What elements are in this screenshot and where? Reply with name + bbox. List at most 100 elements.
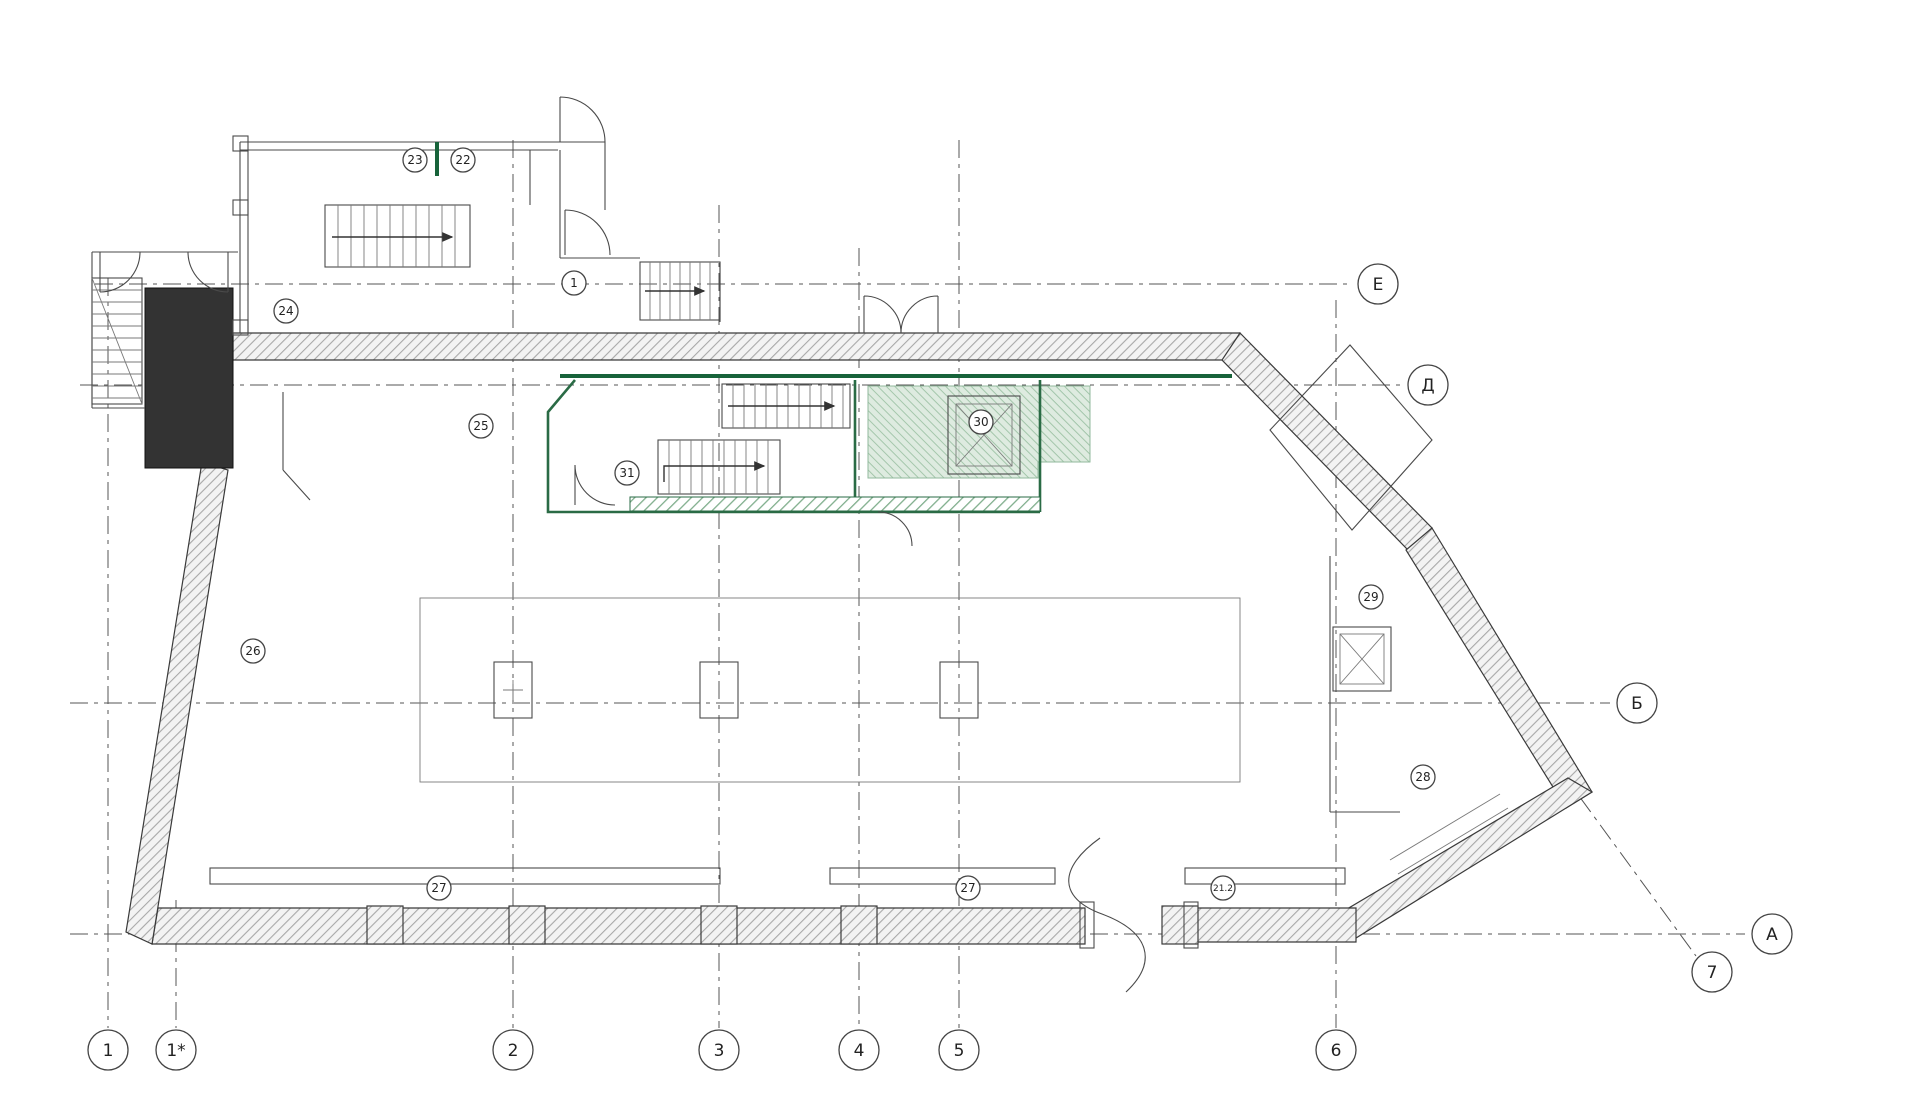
revolving-door [1068, 837, 1146, 993]
outer-wall-top-right-diagonal [1221, 332, 1433, 551]
room-label-27b: 27 [960, 881, 975, 895]
room-tags: 23 22 24 1 25 31 30 26 [240, 147, 1436, 901]
door-arc-entrance-left [99, 251, 141, 293]
stair-block-outline [239, 141, 605, 333]
grid-lines [70, 140, 1745, 1028]
stair-flight-1-treads [337, 205, 456, 267]
door-arc-block-side [559, 150, 611, 258]
room-tag-27b: 27 [955, 875, 981, 901]
stair-flight-4-arrow [663, 461, 766, 482]
bottom-wall-column-2 [508, 905, 546, 945]
axis-label-5: 5 [954, 1041, 965, 1061]
room-label-29: 29 [1363, 590, 1378, 604]
room-tag-23: 23 [402, 147, 428, 173]
room-tag-24: 24 [273, 298, 299, 324]
outside-stair-outline [91, 277, 143, 405]
door-arc-green-bottom [877, 511, 913, 547]
column-grid-3 [699, 661, 739, 719]
outside-stair-treads [91, 277, 143, 405]
axis-bubble-4: 4 [838, 1029, 880, 1071]
room-tag-26: 26 [240, 638, 266, 664]
door-arc-top-exit [559, 96, 606, 143]
axis-bubble-A: А [1751, 913, 1793, 955]
bottom-wall-column-4 [840, 905, 878, 945]
room-label-24: 24 [278, 304, 293, 318]
column-grid-5 [939, 661, 979, 719]
axis-label-B: Б [1631, 694, 1643, 714]
axis-label-3: 3 [714, 1041, 725, 1061]
stair-block-top-left [232, 96, 611, 336]
revolving-door-jamb-left [1079, 901, 1095, 949]
room-tag-1: 1 [561, 270, 587, 296]
room-tag-22: 22 [450, 147, 476, 173]
axis-bubble-E: Е [1357, 263, 1399, 305]
right-wing [1269, 344, 1509, 875]
elevator-2-outline [1332, 626, 1392, 692]
vestibule-stair [560, 142, 721, 322]
outer-wall-bottom-right [1189, 907, 1357, 943]
green-wall-band [629, 496, 1041, 512]
room-label-27a: 27 [431, 881, 446, 895]
bottom-partition-3 [1184, 867, 1346, 885]
axis-label-D: Д [1421, 376, 1434, 396]
right-block-wall [1329, 556, 1400, 813]
stair-flight-3-outline [721, 383, 851, 429]
room-label-31: 31 [619, 466, 634, 480]
partition-left [282, 392, 311, 501]
door-arc-double-right [900, 295, 939, 334]
room-label-22: 22 [455, 153, 470, 167]
room-label-21-2: 21.2 [1213, 884, 1233, 894]
room-label-28: 28 [1415, 770, 1430, 784]
door-arc-entrance-right [187, 251, 229, 293]
room-tag-27a: 27 [426, 875, 452, 901]
room-tag-21-2: 21.2 [1210, 875, 1236, 901]
outer-wall-bottom-left [151, 907, 1086, 945]
axis-bubble-7: 7 [1691, 951, 1733, 993]
facade-steps [1389, 793, 1509, 875]
room-label-26: 26 [245, 644, 260, 658]
room-label-23: 23 [407, 153, 422, 167]
stair-block-corner-2 [232, 199, 249, 216]
outer-wall-top [232, 332, 1241, 361]
axis-label-E: Е [1373, 275, 1384, 295]
room-tag-31: 31 [614, 460, 640, 486]
column-grid-2-plus [503, 680, 523, 700]
green-room-outline [546, 379, 1042, 514]
bottom-wall-column-1 [366, 905, 404, 945]
stair-flight-1-outline [324, 204, 471, 268]
axis-label-7: 7 [1707, 963, 1718, 983]
axis-bubble-2: 2 [492, 1029, 534, 1071]
axis-label-4: 4 [854, 1041, 865, 1061]
axis-bubble-1: 1 [87, 1029, 129, 1071]
axis-label-A: А [1766, 925, 1778, 945]
revolving-door-jamb-right [1183, 901, 1199, 949]
room-tag-25: 25 [468, 413, 494, 439]
room-tag-28: 28 [1410, 764, 1436, 790]
stair-flight-4-outline [657, 439, 781, 495]
island-outline [419, 597, 1241, 783]
outer-wall-right-upper [1405, 527, 1593, 809]
column-grid-2 [493, 661, 533, 719]
door-arc-room-31 [574, 464, 616, 506]
elevator-shaft-outline [947, 395, 1021, 475]
axis-label-6: 6 [1331, 1041, 1342, 1061]
room-tag-29: 29 [1358, 584, 1384, 610]
axis-label-2: 2 [508, 1041, 519, 1061]
axis-label-1: 1 [103, 1041, 114, 1061]
outer-walls [125, 287, 1594, 945]
bottom-wall-column-3 [700, 905, 738, 945]
dark-core [144, 287, 234, 469]
entrance-canopy [1269, 344, 1433, 531]
outer-wall-right-lower [1341, 777, 1594, 939]
room-label-1: 1 [570, 276, 578, 290]
elevator-2-inner [1339, 633, 1385, 685]
axis-bubble-3: 3 [698, 1029, 740, 1071]
room-label-30: 30 [973, 415, 988, 429]
axis-bubble-D: Д [1407, 364, 1449, 406]
left-entrance [91, 251, 238, 409]
elevator-shaft-cross [955, 403, 1013, 467]
axis-label-1s: 1* [166, 1041, 185, 1061]
axis-bubble-1s: 1* [155, 1029, 197, 1071]
